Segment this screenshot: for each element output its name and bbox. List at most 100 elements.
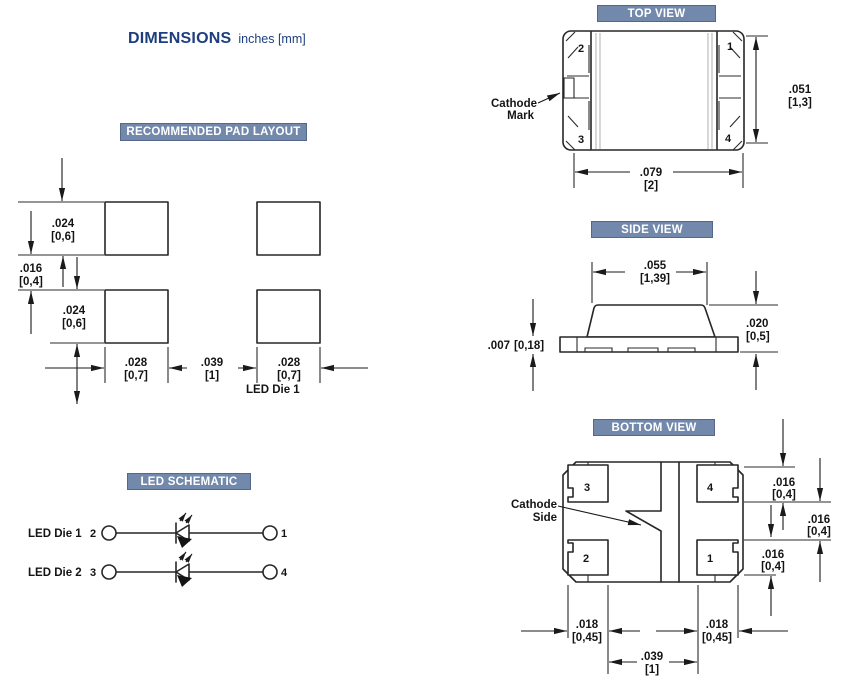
dim-bottom-pad-width-left-mm: [0,45] <box>572 632 602 644</box>
top-view-callout-line2: Mark <box>507 110 534 122</box>
bottom-pad-3 <box>567 464 609 503</box>
bottom-view-pad-1-label: 1 <box>707 553 713 565</box>
top-view-dim-arrows <box>575 37 760 176</box>
section-header-pad-layout: RECOMMENDED PAD LAYOUT <box>120 123 307 141</box>
section-header-bottom-view: BOTTOM VIEW <box>593 419 715 436</box>
dim-bottom-pad-height-top-in: .016 <box>773 477 795 489</box>
page-title-units: inches [mm] <box>238 32 306 46</box>
dim-pad-width-right-in: .028 <box>278 357 301 369</box>
bottom-view-bottom-extensions <box>567 585 739 674</box>
dim-column-gap-mm: [1] <box>205 370 219 382</box>
top-view-pin-4: 4 <box>725 133 732 145</box>
bottom-view-right-leaders <box>744 466 831 576</box>
dim-bottom-pad-width-right-mm: [0,45] <box>702 632 732 644</box>
bottom-view-dim-arrows <box>521 419 824 666</box>
side-view-body <box>586 304 716 338</box>
section-header-led-schematic: LED SCHEMATIC <box>127 473 251 490</box>
schematic-row1-label: LED Die 1 <box>28 528 82 540</box>
dim-bottom-pad-height-bottom-in: .016 <box>762 549 784 561</box>
dim-bottom-gap-h-mm: [1] <box>645 664 659 676</box>
pad-bottom-left <box>104 289 169 344</box>
section-header-top-view: TOP VIEW <box>597 5 716 22</box>
dim-top-height-in: .051 <box>789 84 812 96</box>
schematic-row1-left-pin: 2 <box>90 528 96 540</box>
schematic-row2-right-pin: 4 <box>281 567 288 579</box>
extension-lines <box>18 201 104 344</box>
schematic-row1-left-terminal <box>101 525 117 541</box>
cathode-mark-leader <box>537 92 561 104</box>
dim-pad-width-left-in: .028 <box>125 357 148 369</box>
corner-marks <box>565 31 743 151</box>
flange-dividers <box>576 337 717 352</box>
page-title: DIMENSIONS inches [mm] <box>128 30 306 48</box>
side-view-flange <box>559 336 739 353</box>
bottom-view-pad-4-label: 4 <box>707 482 714 494</box>
pad-top-left <box>104 201 169 256</box>
schematic-row2-left-terminal <box>101 564 117 580</box>
dim-bottom-pad-width-right-in: .018 <box>706 619 729 631</box>
top-view-package-outline <box>562 30 745 151</box>
bottom-view-drawing: 3 4 2 1 Cathode Side <box>511 419 831 676</box>
dim-bottom-pad-gap-in: .016 <box>808 514 830 526</box>
bottom-pad-4 <box>696 464 739 503</box>
dim-pad-height-top-mm: [0,6] <box>51 231 75 243</box>
top-view-callout-line1: Cathode <box>491 98 537 110</box>
center-split-and-cathode-notch <box>625 461 680 583</box>
dim-bottom-pad-gap-mm: [0,4] <box>807 526 831 538</box>
bottom-view-pad-3-label: 3 <box>584 482 590 494</box>
dim-side-top-width-in: .055 <box>644 260 667 272</box>
dim-side-standoff-mm: [0,18] <box>514 340 544 352</box>
dim-top-width-mm: [2] <box>644 180 658 192</box>
dim-row-gap-in: .016 <box>20 263 42 275</box>
dim-pad-height-bottom-in: .024 <box>63 305 86 317</box>
bottom-pad-1 <box>696 539 739 576</box>
dim-side-height-mm: [0,5] <box>746 331 770 343</box>
schematic-row2-label: LED Die 2 <box>28 567 82 579</box>
bottom-view-pad-2-label: 2 <box>583 553 589 565</box>
dim-side-standoff-in: .007 <box>488 340 510 352</box>
dimension-arrows <box>27 158 368 404</box>
schematic-row2-left-pin: 3 <box>90 567 96 579</box>
dim-bottom-gap-h-in: .039 <box>641 651 663 663</box>
dim-side-height-in: .020 <box>746 318 768 330</box>
dim-top-height-mm: [1,3] <box>788 97 812 109</box>
bottom-view-callout-line1: Cathode <box>511 499 557 511</box>
led-symbol-1 <box>175 512 193 548</box>
led-symbol-2 <box>175 551 193 587</box>
side-view-drawing: .055 [1,39] .007 [0,18] .020 [0,5] <box>488 260 778 391</box>
dim-pad-height-bottom-mm: [0,6] <box>62 318 86 330</box>
dim-column-gap-in: .039 <box>201 357 223 369</box>
dim-row-gap-mm: [0,4] <box>19 276 43 288</box>
top-view-extension-lines <box>573 35 768 188</box>
underside-feet <box>584 347 696 352</box>
dim-bottom-pad-width-left-in: .018 <box>576 619 599 631</box>
pad-connectors <box>587 462 716 582</box>
side-view-extension-lines <box>591 262 778 353</box>
schematic-row1-right-terminal <box>262 525 278 541</box>
dim-bottom-pad-height-bottom-mm: [0,4] <box>761 561 785 573</box>
top-view-pin-2: 2 <box>578 43 584 55</box>
pad-bottom-right <box>256 289 321 344</box>
led-schematic-drawing: LED Die 1 2 1 LED Die 2 3 4 <box>28 512 288 587</box>
schematic-row2-right-terminal <box>262 564 278 580</box>
pad-layout-note: LED Die 1 <box>246 384 300 396</box>
top-view-drawing: 2 1 3 4 Cathode Mark .051 [1,3] .079 [2] <box>491 30 812 192</box>
dim-pad-width-right-mm: [0,7] <box>277 370 301 382</box>
pad-layout-drawing: .024 [0,6] .016 [0,4] .024 [0,6] .028 [0… <box>18 158 368 404</box>
top-view-pin-1: 1 <box>727 41 733 53</box>
schematic-row1-right-pin: 1 <box>281 528 287 540</box>
dim-side-top-width-mm: [1,39] <box>640 273 670 285</box>
pad-top-right <box>256 201 321 256</box>
right-terminal-detail <box>718 45 741 130</box>
dim-pad-width-left-mm: [0,7] <box>124 370 148 382</box>
bottom-view-callout-line2: Side <box>533 512 557 524</box>
dim-bottom-pad-height-top-mm: [0,4] <box>772 489 796 501</box>
terminal-boundaries <box>590 31 718 150</box>
left-terminal-detail <box>563 45 590 130</box>
dim-top-width-in: .079 <box>640 167 662 179</box>
bottom-pad-2 <box>567 539 609 576</box>
side-view-dim-arrows <box>529 268 760 391</box>
dim-pad-height-top-in: .024 <box>52 218 75 230</box>
